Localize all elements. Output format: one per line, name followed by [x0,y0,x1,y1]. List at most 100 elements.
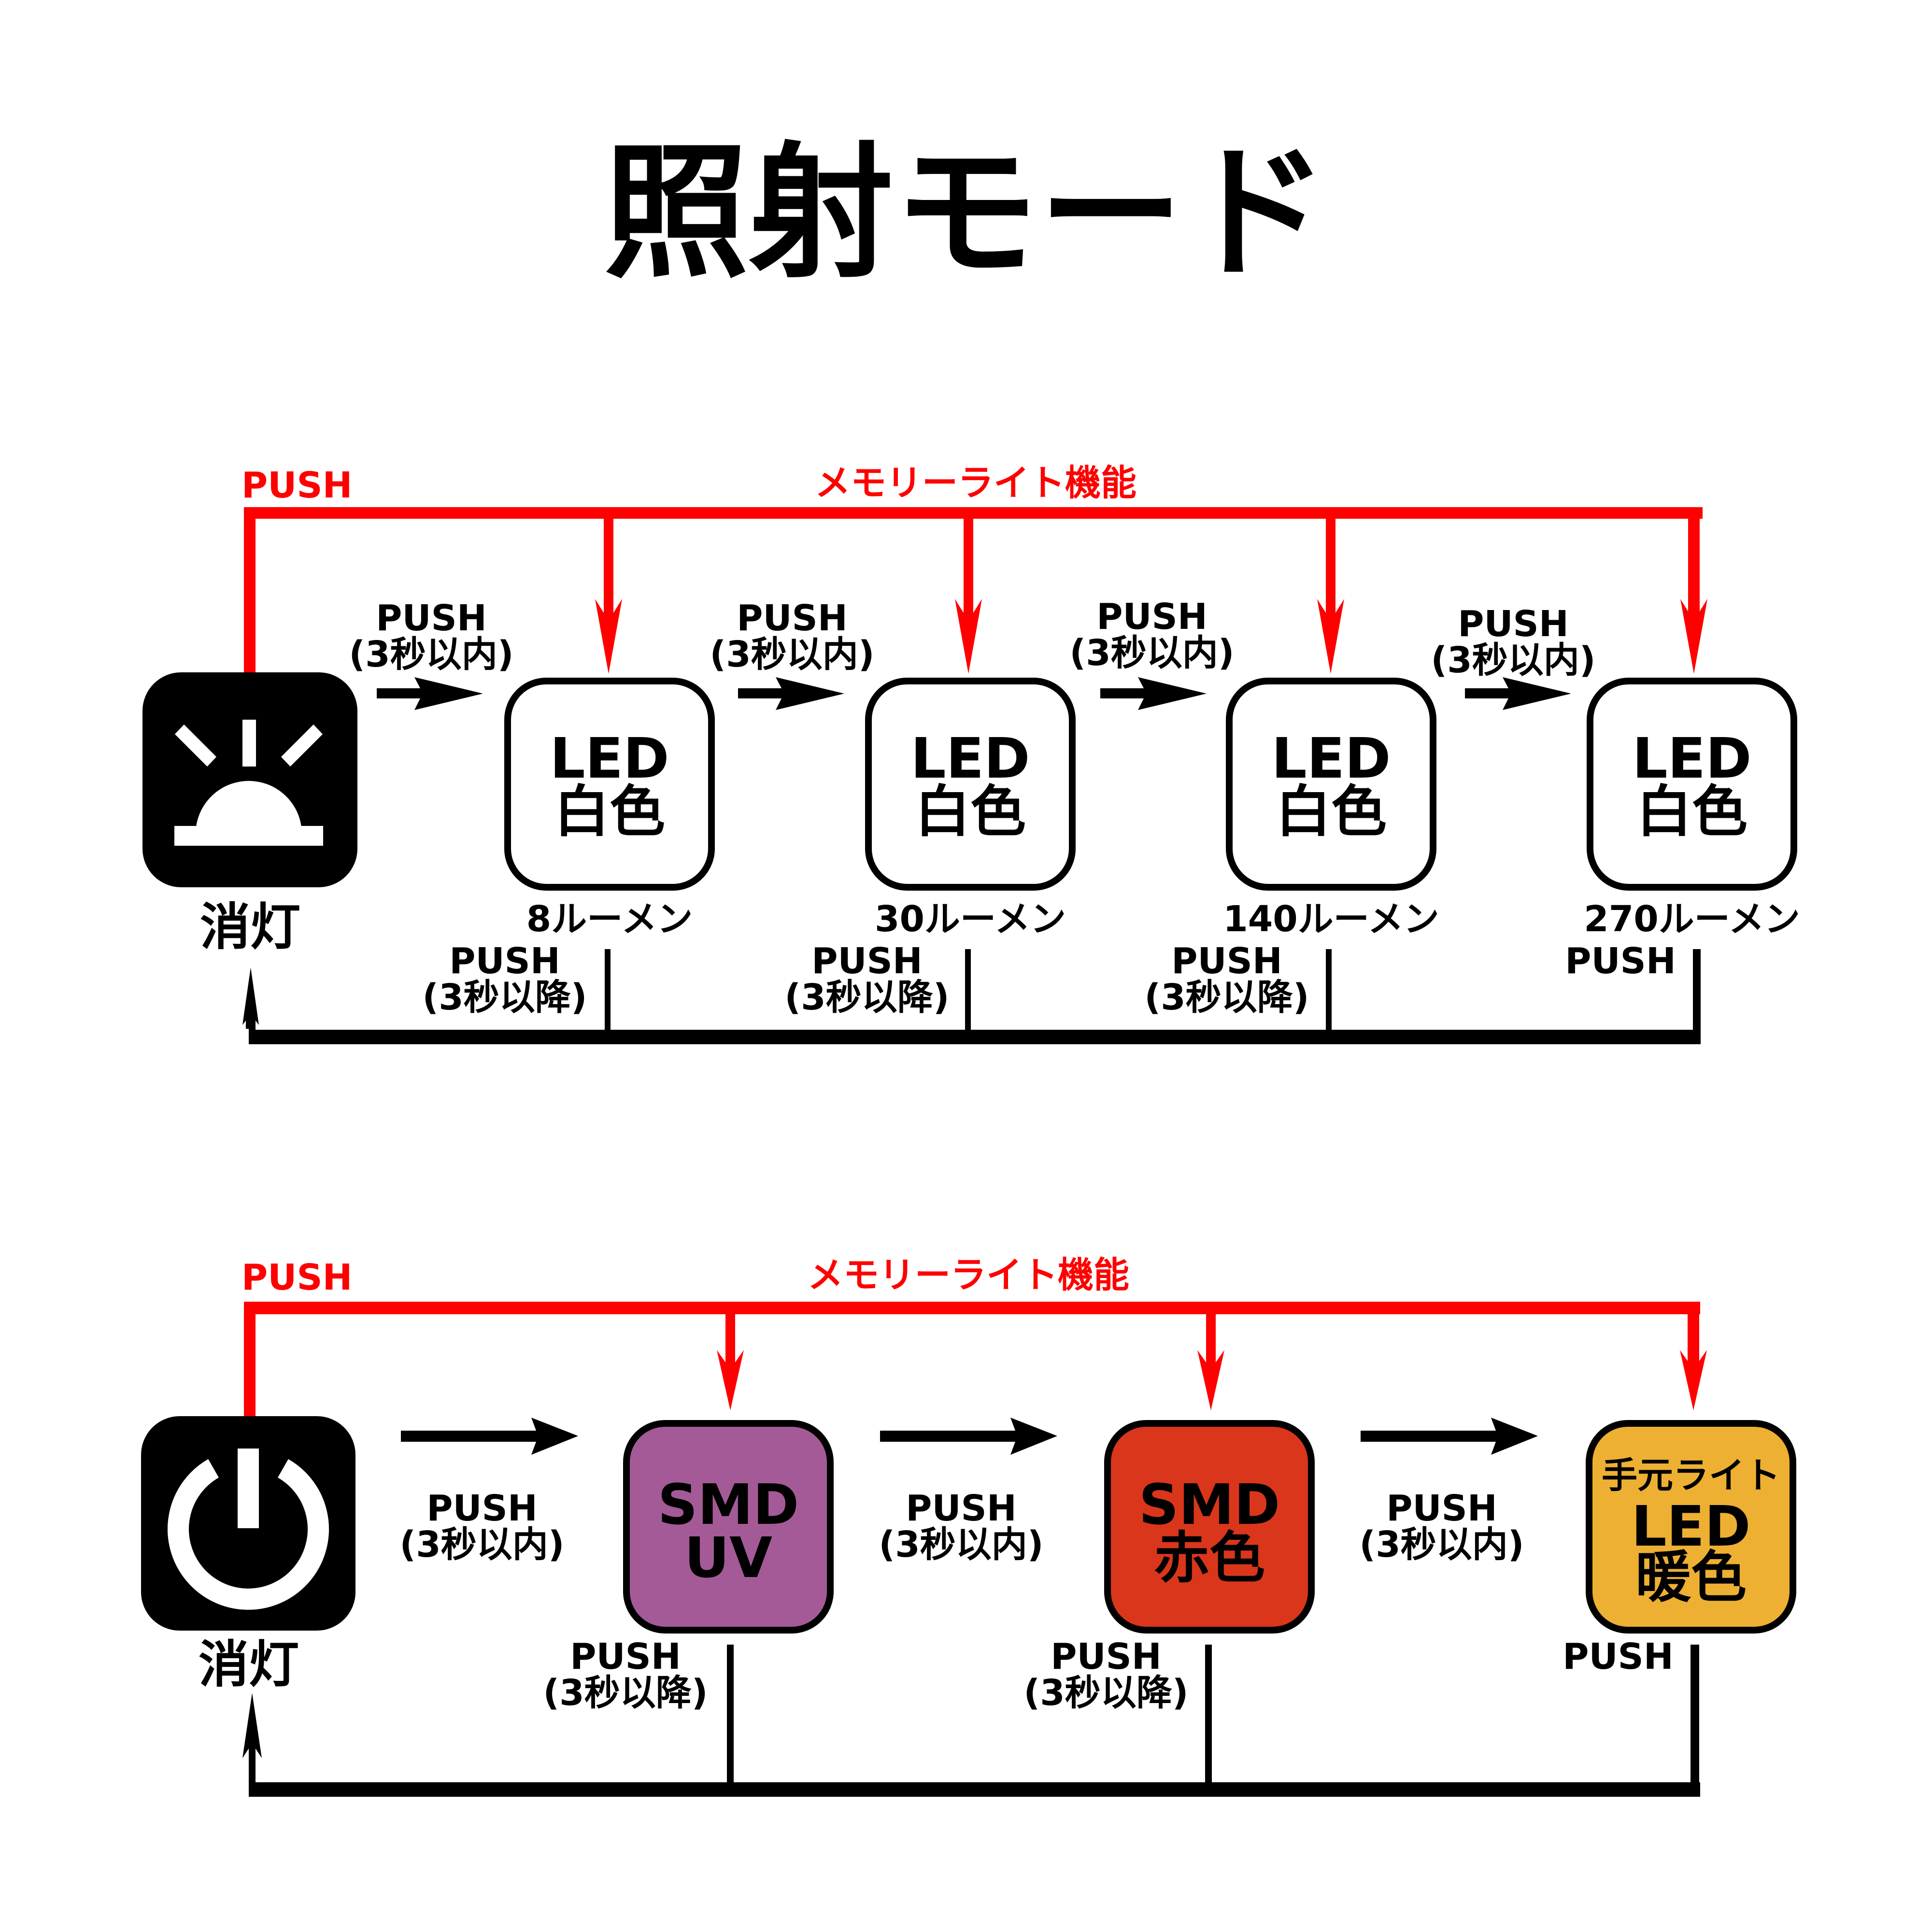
svg-text:PUSH: PUSH [1051,1636,1162,1677]
svg-text:PUSH: PUSH [570,1636,681,1677]
svg-text:PUSH: PUSH [1458,603,1569,645]
forward-arrow [377,677,483,710]
page-title: 照射モード [604,129,1328,298]
back-label: PUSH [1563,1636,1674,1677]
memory-riser [244,507,256,674]
transition-label: PUSH (3秒以内) [879,1488,1043,1565]
mode-box-led-30[interactable]: LED 白色 30ルーメン [865,678,1076,940]
svg-text:(3秒以降): (3秒以降) [1023,1672,1188,1714]
svg-text:暖色: 暖色 [1635,1545,1747,1610]
forward-arrow [1361,1418,1538,1455]
back-label: PUSH (3秒以降) [422,940,587,1018]
svg-text:LED: LED [1271,726,1391,791]
svg-text:PUSH: PUSH [1565,940,1676,982]
svg-text:LED: LED [1631,1494,1750,1559]
memory-push-label: PUSH [242,1257,353,1298]
svg-text:白色: 白色 [554,780,665,844]
svg-text:PUSH: PUSH [376,597,487,639]
memory-drop-arrow [717,1314,744,1410]
svg-text:白色: 白色 [1276,780,1387,844]
power-icon [168,1449,329,1610]
forward-arrow [1100,677,1207,710]
off-state[interactable]: 消灯 [142,672,357,956]
off-button-box[interactable] [142,672,357,887]
memory-drop-arrow [1197,1314,1224,1410]
forward-arrow [880,1418,1057,1455]
back-label: PUSH (3秒以降) [1144,940,1309,1018]
svg-text:PUSH: PUSH [1096,596,1208,638]
memory-drop-arrow [955,519,982,674]
svg-text:(3秒以内): (3秒以内) [710,634,874,675]
mode-box-led-270[interactable]: LED 白色 270ルーメン [1584,678,1800,940]
back-label: PUSH (3秒以降) [1023,1636,1188,1714]
memory-drop-arrow [1680,519,1707,674]
memory-bar [244,507,1703,519]
transition-label: PUSH (3秒以内) [1359,1488,1524,1565]
forward-arrow [738,677,844,710]
back-label: PUSH [1565,940,1676,982]
lumens-label: 30ルーメン [875,898,1066,940]
forward-arrow [1465,677,1571,710]
memory-riser [244,1302,256,1417]
top-return-line [242,949,1701,1044]
mode-box-smd-uv[interactable]: SMD UV [623,1420,834,1634]
svg-text:(3秒以降): (3秒以降) [422,977,587,1018]
svg-text:PUSH: PUSH [737,597,848,639]
svg-text:PUSH: PUSH [449,940,560,982]
memory-bar [244,1302,1700,1314]
lamp-off-icon [174,720,323,846]
back-label: PUSH (3秒以降) [784,940,949,1018]
bottom-flow: PUSH メモリーライト機能 消灯 PUSH (3秒以内) PUSH (3秒 [141,1254,1796,1797]
svg-text:(3秒以内): (3秒以内) [1069,632,1234,674]
mode-box-smd-red[interactable]: SMD 赤色 [1104,1420,1315,1634]
bottom-memory-line [244,1302,1707,1417]
lumens-label: 140ルーメン [1223,898,1439,940]
svg-text:PUSH: PUSH [1171,940,1282,982]
svg-text:(3秒以降): (3秒以降) [784,977,949,1018]
svg-text:LED: LED [1632,726,1751,791]
memory-drop-arrow [595,519,622,674]
memory-drop-arrow [1680,1314,1707,1410]
transition-label: PUSH (3秒以内) [1069,596,1234,674]
svg-text:SMD: SMD [1139,1473,1280,1537]
off-state[interactable]: 消灯 [141,1416,355,1694]
transition-label: PUSH (3秒以内) [399,1488,564,1565]
svg-text:(3秒以内): (3秒以内) [1359,1524,1524,1565]
svg-text:PUSH: PUSH [1386,1488,1497,1529]
off-label: 消灯 [200,897,300,956]
svg-text:(3秒以内): (3秒以内) [879,1524,1043,1565]
transition-label: PUSH (3秒以内) [710,597,874,675]
transition-label: PUSH (3秒以内) [349,597,513,675]
off-label: 消灯 [199,1635,299,1694]
top-flow: PUSH メモリーライト機能 消灯 [142,462,1800,1044]
lumens-label: 8ルーメン [526,898,693,940]
svg-text:PUSH: PUSH [906,1488,1017,1529]
svg-text:赤色: 赤色 [1154,1526,1265,1591]
top-memory-line [244,507,1707,674]
svg-text:(3秒以内): (3秒以内) [1431,639,1595,681]
svg-text:PUSH: PUSH [1563,1636,1674,1677]
memory-function-label: メモリーライト機能 [815,462,1136,504]
forward-arrow [401,1418,578,1455]
mode-box-led-8[interactable]: LED 白色 8ルーメン [504,678,715,940]
svg-text:手元ライト: 手元ライト [1602,1455,1780,1496]
svg-text:白色: 白色 [915,780,1026,844]
mode-box-led-140[interactable]: LED 白色 140ルーメン [1223,678,1439,940]
bottom-return-line [242,1645,1700,1797]
svg-text:UV: UV [684,1526,772,1591]
svg-text:LED: LED [550,726,669,791]
svg-text:LED: LED [910,726,1030,791]
svg-text:PUSH: PUSH [811,940,923,982]
svg-text:(3秒以内): (3秒以内) [349,634,513,675]
memory-function-label: メモリーライト機能 [808,1254,1129,1296]
svg-text:PUSH: PUSH [426,1488,538,1529]
back-label: PUSH (3秒以降) [543,1636,708,1714]
transition-label: PUSH (3秒以内) [1431,603,1595,681]
memory-push-label: PUSH [242,465,353,506]
svg-text:白色: 白色 [1636,780,1747,844]
svg-text:SMD: SMD [658,1473,799,1537]
svg-text:(3秒以降): (3秒以降) [1144,977,1309,1018]
mode-box-hand-light-warm[interactable]: 手元ライト LED 暖色 [1586,1420,1796,1634]
svg-text:(3秒以内): (3秒以内) [399,1524,564,1565]
